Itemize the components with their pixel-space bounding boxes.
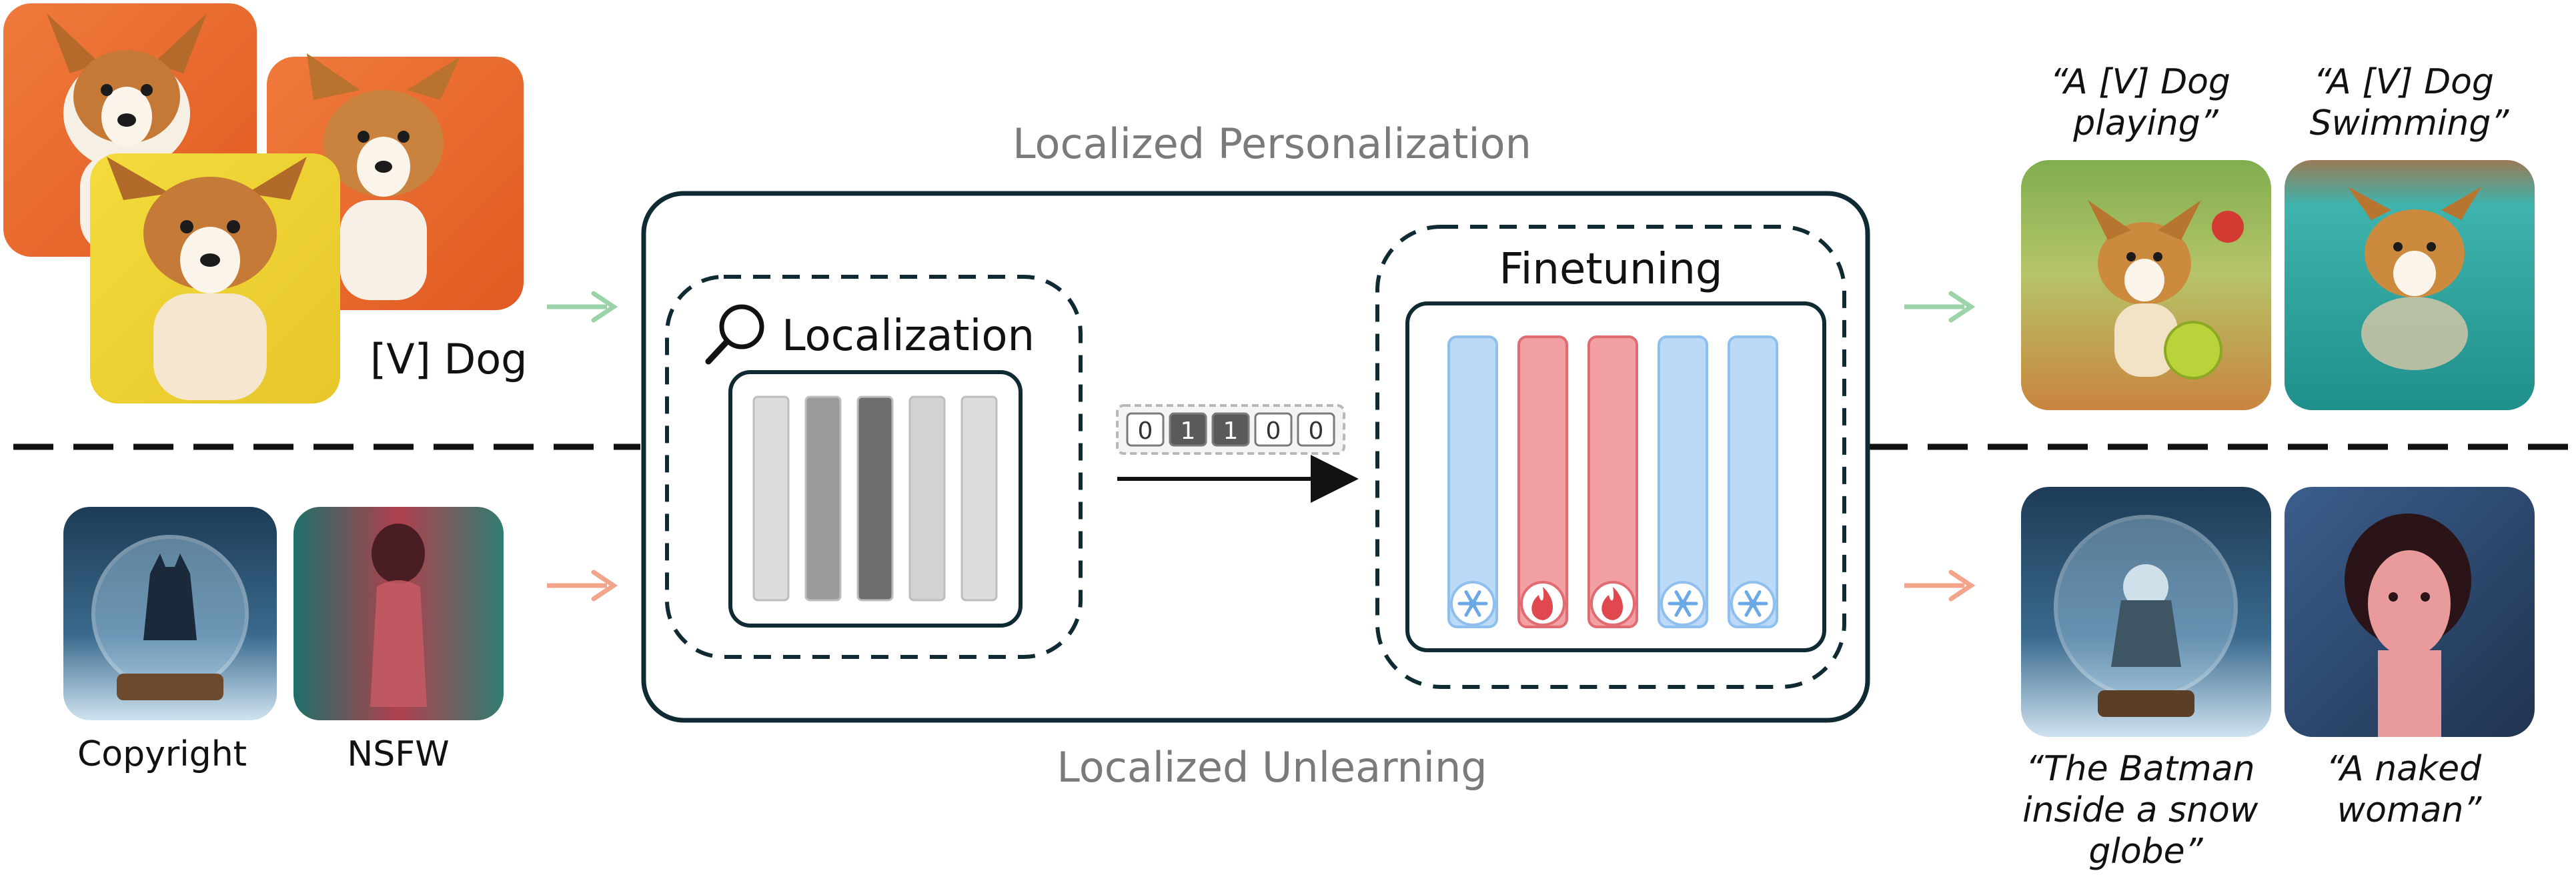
mask-cell — [1211, 412, 1250, 447]
mask-value: 0 — [1309, 417, 1324, 445]
mask-cell — [1126, 412, 1165, 447]
localization-bar — [752, 395, 790, 602]
finetuning-bars — [1447, 335, 1778, 628]
frozen-layer-bar — [1447, 335, 1498, 628]
mask-value: 0 — [1138, 417, 1153, 445]
personalization-title: Localized Personalization — [1013, 119, 1531, 168]
batman-prompt: “The Batman inside a snow globe” — [2022, 749, 2269, 872]
prompt-line: Swimming” — [2310, 103, 2510, 143]
dog-swimming-prompt: “A [V] Dog Swimming” — [2310, 62, 2510, 143]
green-arrow-in — [547, 291, 618, 323]
output-dog-swimming-image — [2285, 160, 2535, 410]
localization-bar — [960, 395, 998, 602]
prompt-line: “A [V] Dog — [2314, 62, 2494, 102]
green-arrow-out — [1904, 291, 1976, 323]
mask-cell — [1254, 412, 1293, 447]
fire-icon — [1590, 581, 1636, 626]
prompt-line: “The Batman — [2026, 749, 2255, 789]
nsfw-label: NSFW — [347, 734, 449, 774]
nsfw-image — [293, 507, 504, 720]
localization-label: Localization — [782, 311, 1035, 361]
unlearning-title: Localized Unlearning — [1057, 743, 1487, 792]
prompt-line: playing” — [2072, 103, 2219, 143]
output-woman-image — [2285, 487, 2535, 737]
prompt-line: globe” — [2088, 832, 2203, 872]
prompt-line: “A naked — [2326, 749, 2482, 789]
fire-icon — [1520, 581, 1565, 626]
frozen-layer-bar — [1658, 335, 1708, 628]
localization-bar — [804, 395, 842, 602]
prompt-line: woman” — [2337, 790, 2483, 830]
mask-value: 1 — [1223, 417, 1239, 445]
snowflake-icon — [1730, 581, 1776, 626]
snowflake-icon — [1450, 581, 1495, 626]
copyright-label: Copyright — [77, 734, 247, 774]
mask-value: 1 — [1181, 417, 1196, 445]
dog-playing-prompt: “A [V] Dog playing” — [2050, 62, 2242, 143]
localization-bar — [908, 395, 946, 602]
localization-bar — [856, 395, 894, 602]
trainable-layer-bar — [1587, 335, 1638, 628]
localization-module — [665, 275, 1083, 659]
orange-arrow-in — [547, 570, 618, 602]
orange-arrow-out — [1904, 570, 1976, 602]
finetuning-label: Finetuning — [1499, 245, 1722, 294]
input-dog-images — [3, 3, 524, 403]
mask-value: 0 — [1266, 417, 1281, 445]
localization-bars — [752, 395, 998, 602]
prompt-line: “A [V] Dog — [2050, 62, 2230, 102]
prompt-line: inside a snow — [2022, 790, 2259, 830]
mask-cell — [1169, 412, 1207, 447]
magnifier-icon — [705, 304, 764, 365]
naked-prompt: “A naked woman” — [2326, 749, 2492, 830]
mask-cell — [1297, 412, 1335, 447]
dog-image-3 — [90, 153, 340, 403]
copyright-image — [63, 507, 277, 720]
output-batman-globe-image — [2021, 487, 2271, 737]
trainable-layer-bar — [1517, 335, 1568, 628]
frozen-layer-bar — [1728, 335, 1778, 628]
finetuning-module — [1375, 225, 1846, 689]
snowflake-icon — [1660, 581, 1706, 626]
dog-input-label: [V] Dog — [370, 335, 528, 383]
output-dog-playing-image — [2021, 160, 2271, 410]
